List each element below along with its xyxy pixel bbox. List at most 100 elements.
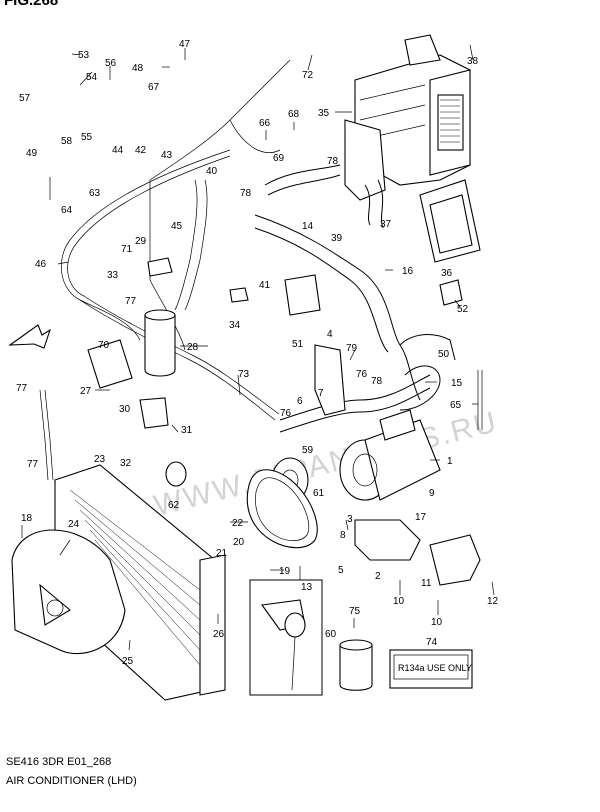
- footer-title: AIR CONDITIONER (LHD): [6, 775, 137, 787]
- callout-30: 30: [119, 404, 131, 415]
- figure-header: FIG.268: [4, 0, 59, 9]
- callout-70: 70: [98, 340, 110, 351]
- callout-35: 35: [318, 108, 330, 119]
- callout-19: 19: [279, 566, 291, 577]
- callout-78b: 78: [327, 156, 339, 167]
- callout-6: 6: [297, 396, 303, 407]
- belt-pulley: [246, 457, 318, 549]
- callout-10b: 10: [431, 617, 443, 628]
- callout-43: 43: [161, 150, 173, 161]
- callout-10a: 10: [393, 596, 405, 607]
- callout-77b: 77: [27, 459, 39, 470]
- callout-13: 13: [301, 582, 313, 593]
- callout-63: 63: [89, 188, 101, 199]
- callout-60: 60: [325, 629, 337, 640]
- callout-61: 61: [313, 488, 325, 499]
- callout-29: 29: [135, 236, 147, 247]
- callout-59: 59: [302, 445, 314, 456]
- hose-37: [364, 179, 384, 229]
- callout-16: 16: [402, 266, 414, 277]
- callout-65: 65: [450, 400, 462, 411]
- callout-20: 20: [233, 537, 245, 548]
- callout-28: 28: [187, 342, 199, 353]
- callout-24: 24: [68, 519, 80, 530]
- callout-37: 37: [380, 219, 392, 230]
- callout-17: 17: [415, 512, 427, 523]
- callout-1: 1: [447, 456, 453, 467]
- evaporator-unit: [344, 34, 471, 201]
- callout-2: 2: [375, 571, 381, 582]
- callout-40: 40: [206, 166, 218, 177]
- callout-76a: 76: [280, 408, 292, 419]
- callout-69: 69: [273, 153, 285, 164]
- callout-32: 32: [120, 458, 132, 469]
- receiver-drier: [144, 309, 176, 377]
- callout-74: 74: [426, 637, 438, 648]
- callout-4: 4: [327, 329, 333, 340]
- callout-58: 58: [61, 136, 73, 147]
- callout-79: 79: [346, 343, 358, 354]
- callout-78a: 78: [240, 188, 252, 199]
- fwd-arrow: FWD: [8, 324, 52, 349]
- callout-46: 46: [35, 259, 47, 270]
- brackets: [314, 344, 481, 586]
- callout-15: 15: [451, 378, 463, 389]
- callout-72: 72: [302, 70, 314, 81]
- callout-39: 39: [331, 233, 343, 244]
- callout-66: 66: [259, 118, 271, 129]
- callout-56: 56: [105, 58, 117, 69]
- callout-26: 26: [213, 629, 225, 640]
- callout-22: 22: [232, 518, 244, 529]
- compressor: [339, 409, 441, 501]
- filter-frame: [419, 179, 481, 263]
- callout-44: 44: [112, 145, 124, 156]
- callout-42: 42: [135, 145, 147, 156]
- callout-33: 33: [107, 270, 119, 281]
- label-70: [87, 339, 133, 389]
- callout-76b: 76: [356, 369, 368, 380]
- callout-38: 38: [467, 56, 479, 67]
- callout-75: 75: [349, 606, 361, 617]
- hoses: [254, 164, 456, 433]
- callout-21: 21: [216, 548, 228, 559]
- callout-73: 73: [238, 369, 250, 380]
- callout-41: 41: [259, 280, 271, 291]
- misc-parts: [139, 257, 483, 487]
- callout-51: 51: [292, 339, 304, 350]
- callout-52: 52: [457, 304, 469, 315]
- decal-text: R134a USE ONLY: [398, 663, 472, 673]
- callout-36: 36: [441, 268, 453, 279]
- callout-67: 67: [148, 82, 160, 93]
- callout-77c: 77: [125, 296, 137, 307]
- callout-9: 9: [429, 488, 435, 499]
- callout-54: 54: [86, 72, 98, 83]
- callout-48: 48: [132, 63, 144, 74]
- callout-47: 47: [179, 39, 191, 50]
- callout-12: 12: [487, 596, 499, 607]
- callout-8: 8: [340, 530, 346, 541]
- callout-68: 68: [288, 109, 300, 120]
- inset-box: [249, 579, 323, 696]
- callout-53: 53: [78, 50, 90, 61]
- r134a-decal: R134a USE ONLY: [389, 649, 473, 689]
- callout-25: 25: [122, 656, 134, 667]
- callout-3: 3: [347, 514, 353, 525]
- callout-57: 57: [19, 93, 31, 104]
- leader-lines: [21, 44, 495, 651]
- callout-77a: 77: [16, 383, 28, 394]
- callout-11: 11: [421, 578, 432, 589]
- callout-62: 62: [168, 500, 180, 511]
- callout-34: 34: [229, 320, 241, 331]
- callout-45: 45: [171, 221, 183, 232]
- pipes: [39, 149, 280, 481]
- callout-49: 49: [26, 148, 38, 159]
- callout-64: 64: [61, 205, 73, 216]
- wire-harness: [149, 59, 291, 351]
- callout-78c: 78: [371, 376, 383, 387]
- callout-7: 7: [318, 388, 324, 399]
- fan-shroud: [11, 529, 126, 655]
- callout-50: 50: [438, 349, 450, 360]
- callout-14: 14: [302, 221, 314, 232]
- callout-71: 71: [121, 244, 133, 255]
